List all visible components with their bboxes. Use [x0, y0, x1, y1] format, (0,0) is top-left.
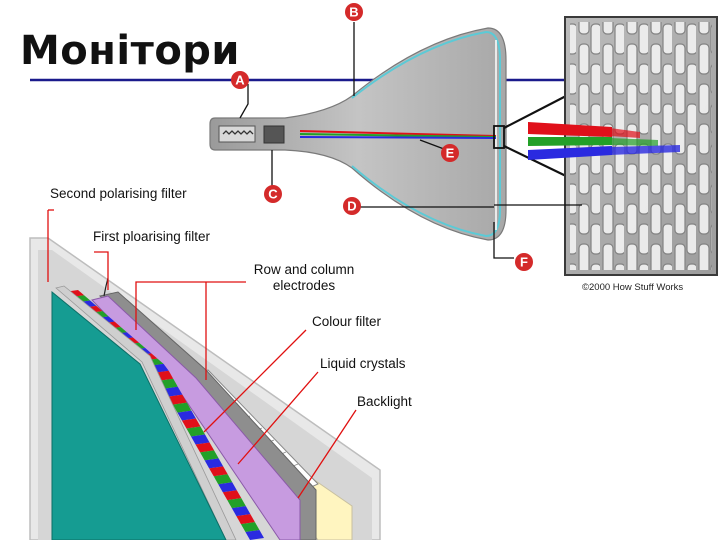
marker-a-badge	[231, 71, 249, 89]
leader-backlight	[297, 409, 357, 499]
leader-liquid-crystals	[237, 371, 319, 465]
zoom-line-top	[503, 95, 567, 129]
label-electrodes-line2: electrodes	[272, 278, 336, 293]
blue-beam	[299, 136, 497, 139]
zoom-line-bottom	[503, 145, 567, 177]
colour-filter-stripe	[186, 426, 206, 437]
liquid-crystal-layer	[91, 295, 301, 540]
green-beam	[299, 133, 497, 138]
marker-c-label: C	[268, 187, 278, 202]
marker-f-badge	[515, 253, 533, 271]
marker-d-label: D	[347, 199, 356, 214]
colour-filter-stripe	[191, 434, 210, 445]
colour-filter-stripe	[181, 418, 201, 429]
colour-filter-stripe	[204, 458, 224, 469]
inset-green-beam	[528, 137, 612, 146]
crt-tube	[209, 27, 567, 241]
leader-f	[493, 222, 514, 259]
marker-b-label: B	[349, 5, 358, 20]
crt-glass-edge	[351, 30, 501, 238]
electron-gun	[218, 125, 256, 143]
copyright-text: ©2000 How Stuff Works	[582, 282, 684, 293]
lcd-screen	[51, 290, 227, 540]
colour-filter-stripe	[218, 482, 237, 493]
colour-filter-stripe	[195, 442, 215, 453]
label-electrodes: Row and column electrodes	[244, 262, 364, 294]
shadow-mask-inset	[528, 16, 718, 276]
colour-filter-stripe	[222, 490, 242, 501]
label-electrodes-line1: Row and column	[253, 262, 355, 277]
colour-filter-stripe	[209, 466, 228, 477]
colour-filter-stripe	[172, 402, 192, 413]
marker-e-badge	[441, 144, 459, 162]
colour-filter-stripe	[200, 450, 219, 461]
leader-first-polarising	[94, 251, 109, 290]
marker-f-label: F	[520, 255, 528, 270]
inset-red-beam	[528, 122, 612, 137]
leader-colour-filter	[203, 329, 307, 433]
colour-filter-stripe	[213, 474, 233, 485]
front-glass	[55, 285, 237, 540]
red-beam	[299, 130, 497, 137]
inset-red-beam-tail	[610, 128, 640, 138]
page-title: Монітори	[20, 28, 240, 74]
gun-heater-icon	[222, 130, 254, 135]
inset-blue-beam-tail	[610, 145, 680, 155]
lcd-panel	[29, 237, 381, 540]
colour-filter-stripe	[227, 498, 246, 509]
colour-filter-stripe	[231, 506, 251, 517]
colour-filter-stripe	[177, 410, 196, 421]
colour-filter-stripe	[240, 522, 260, 533]
first-polariser-edge	[103, 277, 109, 297]
marker-c-badge	[264, 185, 282, 203]
marker-d-badge	[343, 197, 361, 215]
colour-filter-stripe	[236, 514, 255, 525]
label-second-polarising-filter: Second polarising filter	[50, 186, 187, 201]
label-colour-filter: Colour filter	[312, 314, 382, 329]
leader-a	[239, 84, 249, 119]
marker-a-label: A	[235, 73, 245, 88]
colour-filter-stripe	[163, 386, 183, 397]
focus-anode	[263, 125, 285, 144]
label-liquid-crystals: Liquid crystals	[320, 356, 406, 371]
marker-b-badge	[345, 3, 363, 21]
zoom-region	[493, 125, 505, 149]
lcd-leaders	[47, 209, 357, 499]
marker-e-label: E	[446, 146, 455, 161]
colour-filter-stripe	[245, 530, 264, 540]
crt-markers: A B C D E F	[231, 3, 533, 271]
label-backlight: Backlight	[357, 394, 412, 409]
colour-filter-stripe	[168, 394, 187, 405]
inset-blue-beam	[528, 146, 612, 160]
shadow-mask	[570, 22, 712, 270]
inset-green-beam-tail	[610, 138, 658, 146]
leader-electrodes-a	[135, 281, 246, 330]
label-first-polarising-filter: First ploarising filter	[93, 229, 211, 244]
